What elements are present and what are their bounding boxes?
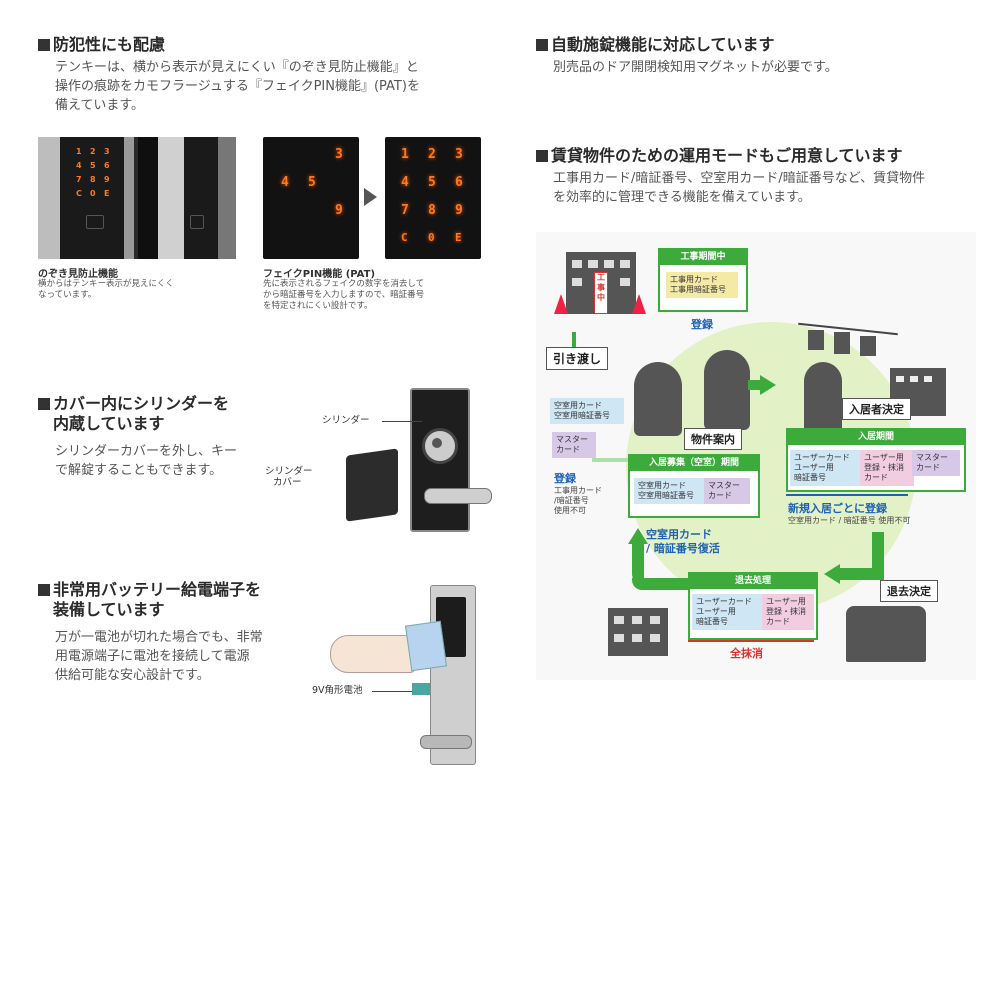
vacancy-period-box: 入居募集（空室）期間 空室用カード空室用暗証番号 マスターカード xyxy=(628,454,760,518)
label-cylinder: シリンダー xyxy=(322,415,370,426)
autolock-body: 別売品のドア開閉検知用マグネットが必要です。 xyxy=(553,60,838,75)
peep-caption: 横からはテンキー表示が見えにくくなっています。 xyxy=(38,279,174,300)
erase-all-label: 全抹消 xyxy=(730,647,763,660)
cylinder-body: シリンダーカバーを外し、キーで解錠することもできます。 xyxy=(55,444,238,478)
occupancy-period-box: 入居期間 ユーザーカードユーザー用暗証番号 ユーザー用登録・抹消カード マスター… xyxy=(786,428,966,492)
moving-person-icon xyxy=(846,606,926,662)
register-label-1: 登録 xyxy=(691,318,713,331)
person-silhouette-icon xyxy=(704,350,750,430)
battery-heading: 非常用バッテリー給電端子を 装備しています xyxy=(38,580,261,620)
cone-icon xyxy=(632,294,646,314)
moveout-process-box: 退去処理 ユーザーカードユーザー用暗証番号 ユーザー用登録・抹消カード xyxy=(688,572,818,640)
person-silhouette-icon xyxy=(634,362,682,436)
crime-body: テンキーは、横から表示が見えにくい『のぞき見防止機能』と操作の痕跡をカモフラージ… xyxy=(55,60,420,113)
peep-caption-title: のぞき見防止機能 xyxy=(38,269,118,280)
property-tour-label: 物件案内 xyxy=(684,428,742,450)
construction-sign: 工事中 xyxy=(594,272,608,314)
handover-master-card: マスターカード xyxy=(552,432,596,458)
rental-body: 工事用カード/暗証番号、空室用カード/暗証番号など、賃貸物件を効率的に管理できる… xyxy=(553,171,926,205)
person-silhouette-icon xyxy=(804,362,842,434)
battery-body: 万が一電池が切れた場合でも、非常用電源端子に電池を接続して電源供給可能な安心設計… xyxy=(55,630,263,683)
vacancy-restore-label: 空室用カード/ 暗証番号復活 xyxy=(646,528,720,555)
battery-illustration xyxy=(330,585,480,770)
cone-icon xyxy=(554,294,568,314)
moveout-decision-label: 退去決定 xyxy=(880,580,938,602)
rental-cycle-diagram: 工事中 工事期間中 工事用カード工事用暗証番号 登録 引き渡し 空室用カード空室… xyxy=(536,232,976,680)
cylinder-illustration xyxy=(340,388,492,540)
label-cylinder-cover: シリンダーカバー xyxy=(265,466,313,488)
register-label-2: 登録 xyxy=(554,472,576,485)
cylinder-heading: カバー内にシリンダーを 内蔵しています xyxy=(38,394,229,434)
handover-vacancy-card: 空室用カード空室用暗証番号 xyxy=(550,398,624,424)
handover-label: 引き渡し xyxy=(546,347,609,370)
arrow-up-icon xyxy=(628,528,648,544)
autolock-heading: 自動施錠機能に対応しています xyxy=(536,34,775,56)
new-tenant-note: 空室用カード / 暗証番号 使用不可 xyxy=(788,516,911,525)
arrow-right-icon xyxy=(760,375,776,395)
arrow-left-icon xyxy=(824,564,840,584)
tenant-decision-label: 入居者決定 xyxy=(842,398,911,420)
arrow-right-icon xyxy=(364,188,377,206)
label-9v-battery: 9V角形電池 xyxy=(312,685,363,696)
construction-period-box: 工事期間中 工事用カード工事用暗証番号 xyxy=(658,248,748,312)
fake-pin-after-panel: 1 2 3 4 5 6 7 8 9 C 0 E xyxy=(385,137,481,259)
crime-heading: 防犯性にも配慮 xyxy=(38,34,165,56)
fake-pin-caption-title: フェイクPIN機能 (PAT) xyxy=(263,269,376,280)
new-tenant-register-label: 新規入居ごとに登録 xyxy=(788,502,887,515)
rental-heading: 賃貸物件のための運用モードもご用意しています xyxy=(536,145,903,167)
building-icon xyxy=(608,608,668,656)
peep-prevention-photo: 1 2 3 4 5 6 7 8 9 C 0 E xyxy=(38,137,236,259)
register2-note: 工事用カード/暗証番号使用不可 xyxy=(554,486,602,515)
fake-pin-caption: 先に表示されるフェイクの数字を消去してから暗証番号を入力しますので、暗証番号を特… xyxy=(263,279,425,311)
fake-pin-before-panel: 3 4 5 9 xyxy=(263,137,359,259)
